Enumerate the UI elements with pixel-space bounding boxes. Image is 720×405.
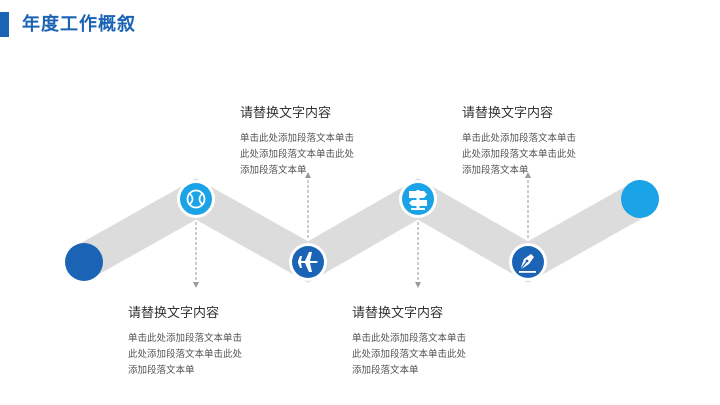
body-line: 此处添加段落文本单击此处 [462,149,577,160]
node-2 [289,243,327,281]
arrow-up-4 [525,172,531,238]
airplane-icon [298,252,318,272]
block-body: 单击此处添加段落文本单击 此处添加段落文本单击此处 添加段落文本单 [240,131,388,179]
tennis-ball-icon [186,189,206,209]
arrow-up-2 [305,172,311,238]
block-heading: 请替换文字内容 [128,306,220,321]
title-accent-bar [0,12,9,37]
arrow-down-3 [415,222,421,288]
text-block-bottom-2: 请替换文字内容 单击此处添加段落文本单击 此处添加段落文本单击此处 添加段落文本… [352,305,500,379]
body-line: 此处添加段落文本单击此处 [352,349,467,360]
body-line: 单击此处添加段落文本单击 [352,333,467,344]
slide-title: 年度工作概叙 [22,14,136,35]
body-line: 单击此处添加段落文本单击 [462,133,577,144]
body-line: 添加段落文本单 [240,165,307,176]
node-4 [509,243,547,281]
start-circle [65,243,103,281]
block-body: 单击此处添加段落文本单击 此处添加段落文本单击此处 添加段落文本单 [352,331,500,379]
body-line: 添加段落文本单 [462,165,529,176]
block-heading: 请替换文字内容 [462,106,554,121]
signpost-icon [409,190,427,210]
body-line: 此处添加段落文本单击此处 [128,349,243,360]
block-heading: 请替换文字内容 [352,306,444,321]
arrow-down-1 [193,222,199,288]
node-3 [399,180,437,218]
text-block-top-2: 请替换文字内容 单击此处添加段落文本单击 此处添加段落文本单击此处 添加段落文本… [462,105,610,179]
body-line: 此处添加段落文本单击此处 [240,149,355,160]
pen-nib-icon [519,254,536,273]
node-1 [177,180,215,218]
text-block-bottom-1: 请替换文字内容 单击此处添加段落文本单击 此处添加段落文本单击此处 添加段落文本… [128,305,276,379]
body-line: 添加段落文本单 [352,365,419,376]
body-line: 单击此处添加段落文本单击 [240,133,355,144]
block-body: 单击此处添加段落文本单击 此处添加段落文本单击此处 添加段落文本单 [128,331,276,379]
body-line: 添加段落文本单 [128,365,195,376]
text-block-top-1: 请替换文字内容 单击此处添加段落文本单击 此处添加段落文本单击此处 添加段落文本… [240,105,388,179]
block-heading: 请替换文字内容 [240,106,332,121]
block-body: 单击此处添加段落文本单击 此处添加段落文本单击此处 添加段落文本单 [462,131,610,179]
zigzag-band [75,178,649,283]
end-circle [621,180,659,218]
body-line: 单击此处添加段落文本单击 [128,333,243,344]
